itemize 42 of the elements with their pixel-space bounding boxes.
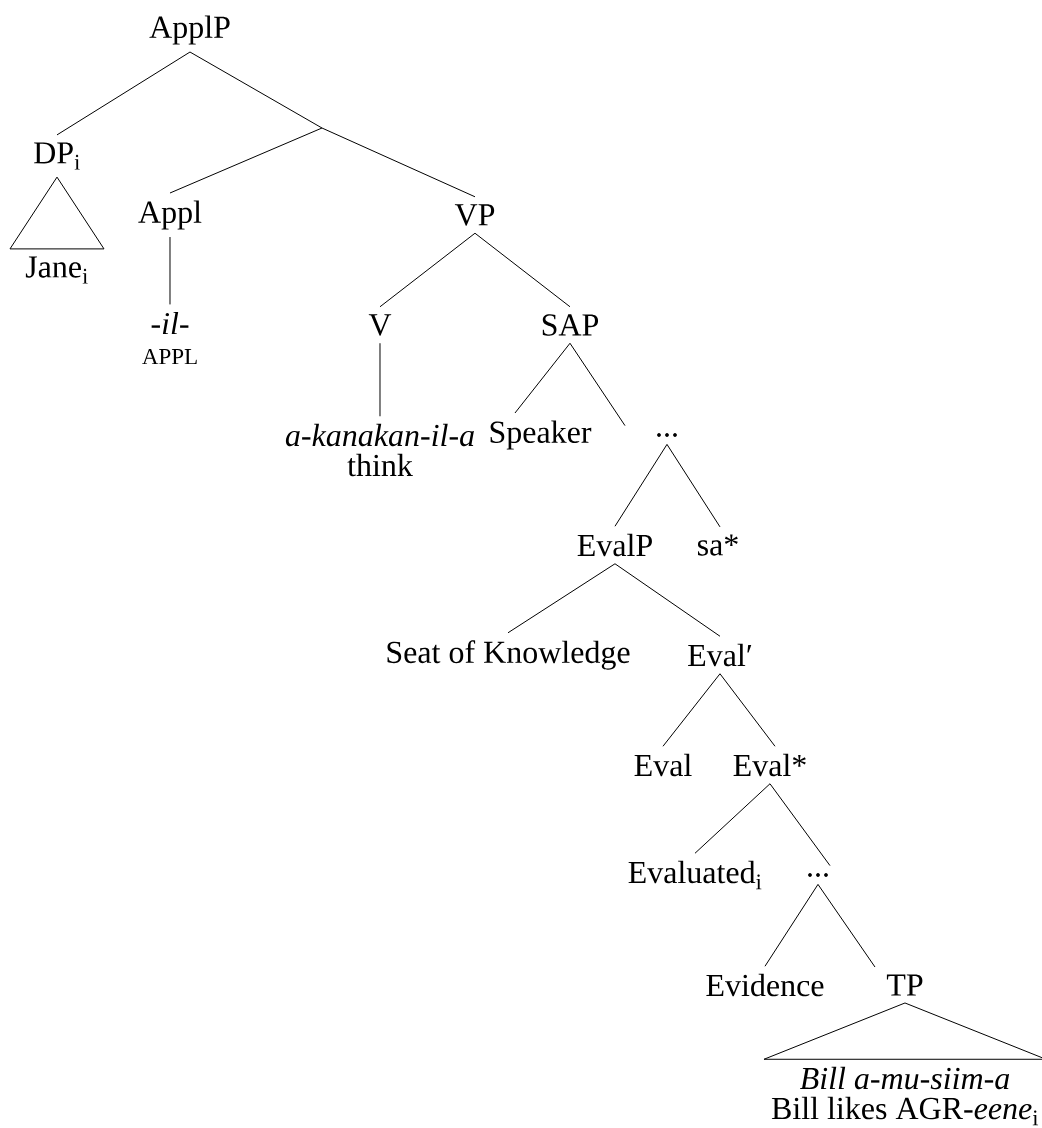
branch-line <box>614 443 668 527</box>
tree-label: ... <box>657 433 677 437</box>
branch-line <box>507 563 616 634</box>
branch-line <box>56 51 191 136</box>
branch-line <box>569 342 626 427</box>
branch-line <box>694 783 771 854</box>
tree-label: ApplP <box>149 15 230 45</box>
tree-label: TP <box>886 974 923 996</box>
tree-label: SAP <box>542 314 599 336</box>
roof-triangle <box>9 176 105 250</box>
tree-label: -il- APPL <box>142 311 197 365</box>
tree-label: Seat of Knowledge <box>387 640 630 670</box>
tree-label: DP$_{i}$ <box>34 142 80 170</box>
tree-label: EvalP <box>577 533 652 557</box>
branch-line <box>662 673 721 747</box>
tree-label: ... <box>808 873 828 877</box>
tree-label: VP <box>454 204 495 226</box>
tree-label: Speaker <box>490 420 592 450</box>
tree-label: Eval <box>634 753 692 777</box>
tree-label: Eval* <box>733 753 806 777</box>
tree-label: sa* <box>698 534 738 556</box>
branch-line <box>769 783 831 867</box>
tree-label: Evidence <box>706 973 824 997</box>
tree-label: Jane$_{i}$ <box>25 256 88 284</box>
tree-label: Appl <box>138 200 202 230</box>
tree-label: V <box>368 314 392 336</box>
branch-line <box>614 563 721 637</box>
branch-line <box>666 443 721 528</box>
branch-line <box>379 342 381 417</box>
tree-label: Eval′ <box>688 643 752 667</box>
tree-label: Bill a-mu-siim-a Bill likes AGR-eene$_{i}$ <box>771 1066 1039 1126</box>
branch-line <box>379 232 476 308</box>
branch-line <box>169 236 171 305</box>
branch-line <box>514 342 571 414</box>
roof-triangle <box>763 1002 1042 1060</box>
branch-line <box>719 673 776 747</box>
tree-label: a-kanakan-il-a think <box>285 423 474 477</box>
branch-line <box>474 232 571 308</box>
branch-line <box>817 883 876 968</box>
branch-line <box>764 883 819 967</box>
tree-label: Evaluated$_{i}$ <box>628 860 762 890</box>
branch-line <box>169 51 476 198</box>
